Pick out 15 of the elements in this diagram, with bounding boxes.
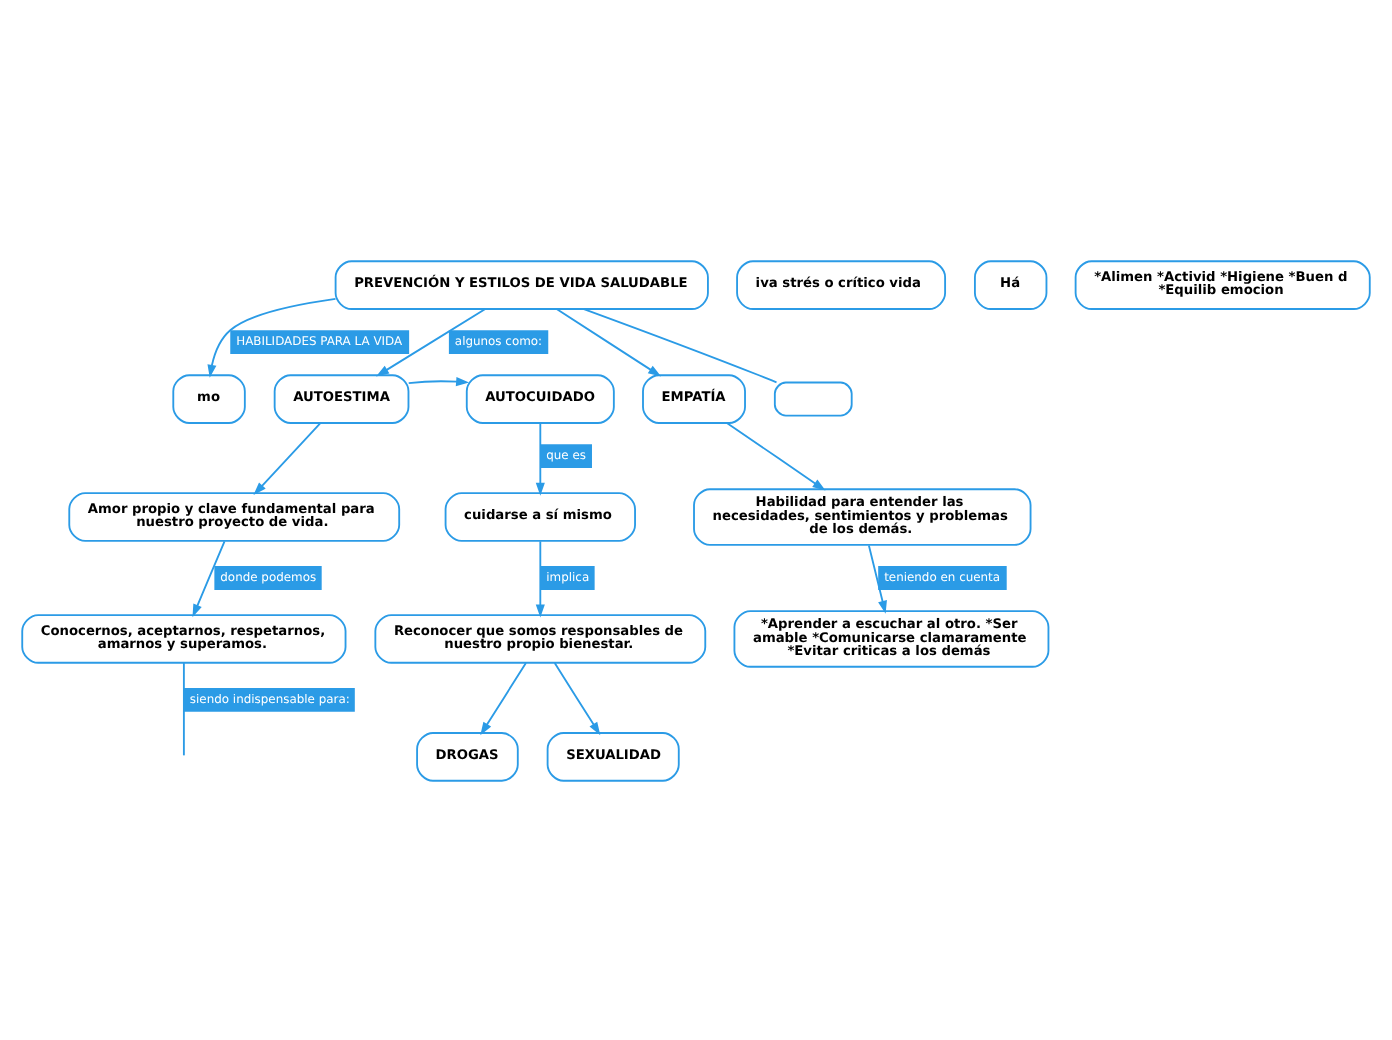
- arrow: [480, 661, 527, 735]
- arrow: [253, 421, 322, 495]
- arrow: [207, 296, 337, 377]
- arrow: [556, 307, 662, 376]
- node-box: [773, 380, 853, 416]
- arrow: [535, 539, 545, 617]
- arrow: [867, 543, 887, 613]
- connector: [182, 661, 185, 756]
- arrow: [192, 539, 226, 617]
- arrow: [376, 307, 486, 376]
- arrow: [535, 421, 545, 495]
- arrow: [407, 376, 470, 386]
- arrow: [726, 421, 826, 490]
- connector: [583, 307, 778, 383]
- arrow: [553, 661, 601, 735]
